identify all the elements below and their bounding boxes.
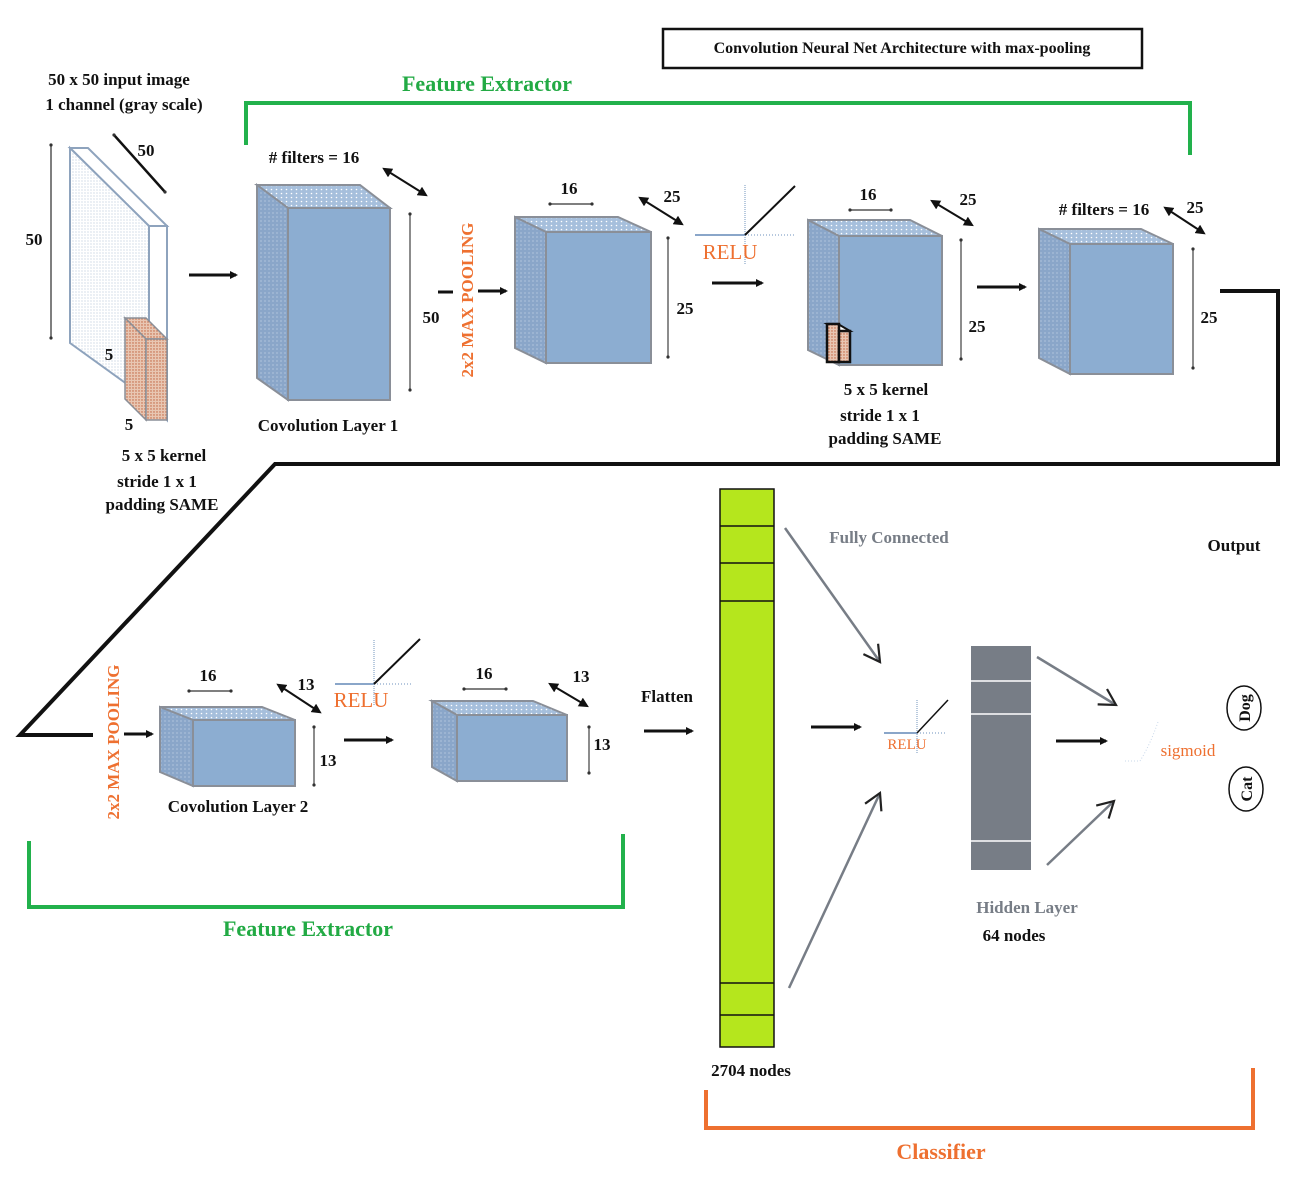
feature-extractor-bottom-bracket: Feature Extractor: [27, 834, 625, 941]
conv2-output-depth-label: 25: [1187, 198, 1204, 217]
output-node-cat: Cat: [1228, 766, 1264, 812]
hidden-layer: Hidden Layer 64 nodes: [971, 646, 1078, 945]
feature-extractor-bottom-label: Feature Extractor: [223, 916, 393, 941]
kernel-width-label: 5: [125, 415, 134, 434]
relu2-output-depth-label: 13: [573, 667, 590, 686]
conv2-input-depth-label: 25: [960, 190, 977, 209]
relu2-output-cube: 16 13 13: [428, 664, 611, 783]
kernel2-padding-label: padding SAME: [829, 429, 942, 448]
pool2-height-label: 13: [320, 751, 337, 770]
kernel-height-label: 5: [105, 345, 114, 364]
output-dog-label: Dog: [1237, 694, 1254, 722]
feature-extractor-top-label: Feature Extractor: [402, 71, 572, 96]
relu3-graph: RELU: [884, 699, 949, 753]
feature-extractor-top-bracket: Feature Extractor: [244, 71, 1192, 155]
conv1-height-label: 50: [423, 308, 440, 327]
relu2-graph: RELU: [334, 638, 421, 712]
kernel-side: [145, 338, 168, 421]
title-box: Convolution Neural Net Architecture with…: [661, 27, 1144, 70]
kernel1-padding-label: padding SAME: [106, 495, 219, 514]
kernel1-stride-label: stride 1 x 1: [117, 472, 197, 491]
flow-connector-line: [15, 289, 1280, 737]
conv2-filters-label: # filters = 16: [1059, 200, 1149, 219]
kernel1-size-label: 5 x 5 kernel: [122, 446, 207, 465]
flatten-nodes-label: 2704 nodes: [711, 1061, 791, 1080]
relu2-label: RELU: [334, 688, 389, 712]
fully-connected-label: Fully Connected: [829, 528, 949, 547]
kernel2-size-label: 5 x 5 kernel: [844, 380, 929, 399]
sigmoid-label: sigmoid: [1161, 741, 1216, 760]
pool2-depth-label: 13: [298, 675, 315, 694]
hidden-layer-label: Hidden Layer: [976, 898, 1078, 917]
conv2-input-width-label: 16: [860, 185, 877, 204]
pool1-height-label: 25: [677, 299, 694, 318]
conv2-output-height-label: 25: [1201, 308, 1218, 327]
conv2-caption: Covolution Layer 2: [168, 797, 308, 816]
fc-arrow-bottom: [787, 790, 883, 989]
relu1-label: RELU: [703, 240, 758, 264]
conv1-filters-label: # filters = 16: [269, 148, 359, 167]
output-node-dog: Dog: [1226, 685, 1262, 731]
relu1-graph: RELU: [695, 185, 796, 265]
input-caption-line1: 50 x 50 input image: [48, 70, 190, 89]
hidden-nodes-label: 64 nodes: [983, 926, 1046, 945]
conv1-cube: # filters = 16 50 Covolution Layer 1: [253, 148, 440, 435]
conv2-input-cube: 16 25 25 5 x 5 kernel stride 1 x 1 paddi…: [807, 185, 986, 448]
hidden-arrow-bottom: [1046, 799, 1116, 866]
conv2-input-height-label: 25: [969, 317, 986, 336]
fc-arrow-top: [783, 527, 882, 664]
pool1-depth-label: 25: [664, 187, 681, 206]
conv1-caption: Covolution Layer 1: [258, 416, 398, 435]
input-depth-label: 50: [138, 141, 155, 160]
relu2-output-height-label: 13: [594, 735, 611, 754]
maxpool1-label: 2x2 MAX POOLING: [458, 223, 477, 378]
classifier-label: Classifier: [896, 1139, 985, 1164]
output-label: Output: [1208, 536, 1261, 555]
flatten-vector: 2704 nodes: [711, 488, 791, 1080]
pool1-cube: 16 25 25: [514, 179, 694, 365]
conv-layer2-cube: 16 13 13 Covolution Layer 2: [159, 666, 337, 816]
conv2-output-cube: # filters = 16 25 25: [1038, 198, 1218, 376]
pool1-width-label: 16: [561, 179, 578, 198]
conv2-kernel: [823, 322, 854, 364]
relu3-label: RELU: [887, 737, 926, 753]
diagram-title: Convolution Neural Net Architecture with…: [714, 40, 1091, 57]
pool2-width-label: 16: [200, 666, 217, 685]
input-image-block: 50 x 50 input image 1 channel (gray scal…: [26, 70, 219, 514]
maxpool2-label: 2x2 MAX POOLING: [104, 665, 123, 820]
hidden-arrow-top: [1036, 655, 1118, 707]
input-caption-line2: 1 channel (gray scale): [45, 95, 202, 114]
flatten-label: Flatten: [641, 687, 693, 706]
classifier-bracket: Classifier: [704, 1068, 1255, 1164]
kernel2-stride-label: stride 1 x 1: [840, 406, 920, 425]
output-cat-label: Cat: [1239, 776, 1256, 802]
sigmoid-curve-icon: [1125, 721, 1159, 762]
input-height-label: 50: [26, 230, 43, 249]
relu2-output-width-label: 16: [476, 664, 493, 683]
